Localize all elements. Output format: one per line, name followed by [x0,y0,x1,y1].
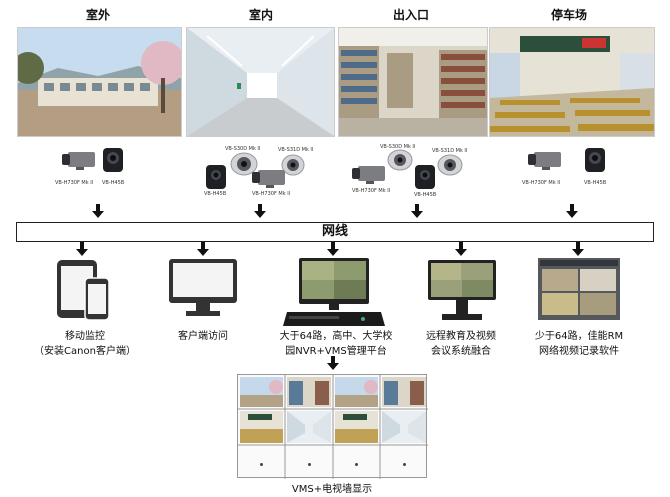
network-label: 网线 [321,224,348,239]
device-label-client: 客户端访问 [178,331,228,342]
network-bar: 网线 [16,222,654,242]
dome-camera-icon [387,148,413,176]
placeholder-dot [260,463,263,466]
device-label-nvr: 大于64路，高中、大学校园NVR+VMS管理平台 [279,331,393,357]
indoor-photo [186,27,335,137]
box-camera-icon [62,149,96,175]
location-title-parking: 停车场 [550,8,587,22]
camera-label: VB-H45B [414,192,437,198]
ptz-camera-icon [583,146,607,178]
camera-label: VB-S31D Mk II [278,147,314,153]
dome-camera-icon [281,153,305,181]
placeholder-dot [308,463,311,466]
videowall-label: VMS+电视墙显示 [291,484,373,495]
camera-label: VB-H730F Mk II [55,180,94,186]
camera-label: VB-H45B [204,191,227,197]
box-camera-icon [352,163,386,189]
dome-camera-icon [230,150,258,180]
camera-label: VB-H730F Mk II [352,188,391,194]
parking-photo [489,27,655,137]
monitor-icon [168,258,238,324]
video-conference-icon [426,258,498,328]
placeholder-dot [403,463,406,466]
camera-label: VB-S30D Mk II [380,144,416,150]
location-title-outdoor: 室外 [85,8,110,22]
ptz-camera-icon [205,164,227,194]
camera-label: VB-H45B [584,180,607,186]
device-label-conference: 远程教育及视频会议系统融合 [426,331,496,357]
entrance-photo [338,27,488,137]
location-title-entrance: 出入口 [392,8,429,22]
device-label-mobile: 移动监控（安装Canon客户端） [34,331,136,357]
camera-label: VB-H730F Mk II [522,180,561,186]
box-camera-icon [528,149,562,175]
placeholder-dot [355,463,358,466]
camera-label: VB-H730F Mk II [252,191,291,197]
camera-label: VB-S31D Mk II [432,148,468,154]
recording-software-icon [538,258,620,324]
camera-label: VB-S30D Mk II [225,146,261,152]
nvr-system-icon [283,256,385,334]
ptz-camera-icon [414,164,436,194]
dome-camera-icon [437,153,463,181]
outdoor-photo [17,27,182,137]
camera-label: VB-H45B [102,180,125,186]
mobile-devices-icon [55,258,115,326]
location-title-indoor: 室内 [248,8,273,22]
box-camera-icon [252,167,286,193]
video-wall [237,374,428,479]
ptz-camera-icon [101,146,125,178]
